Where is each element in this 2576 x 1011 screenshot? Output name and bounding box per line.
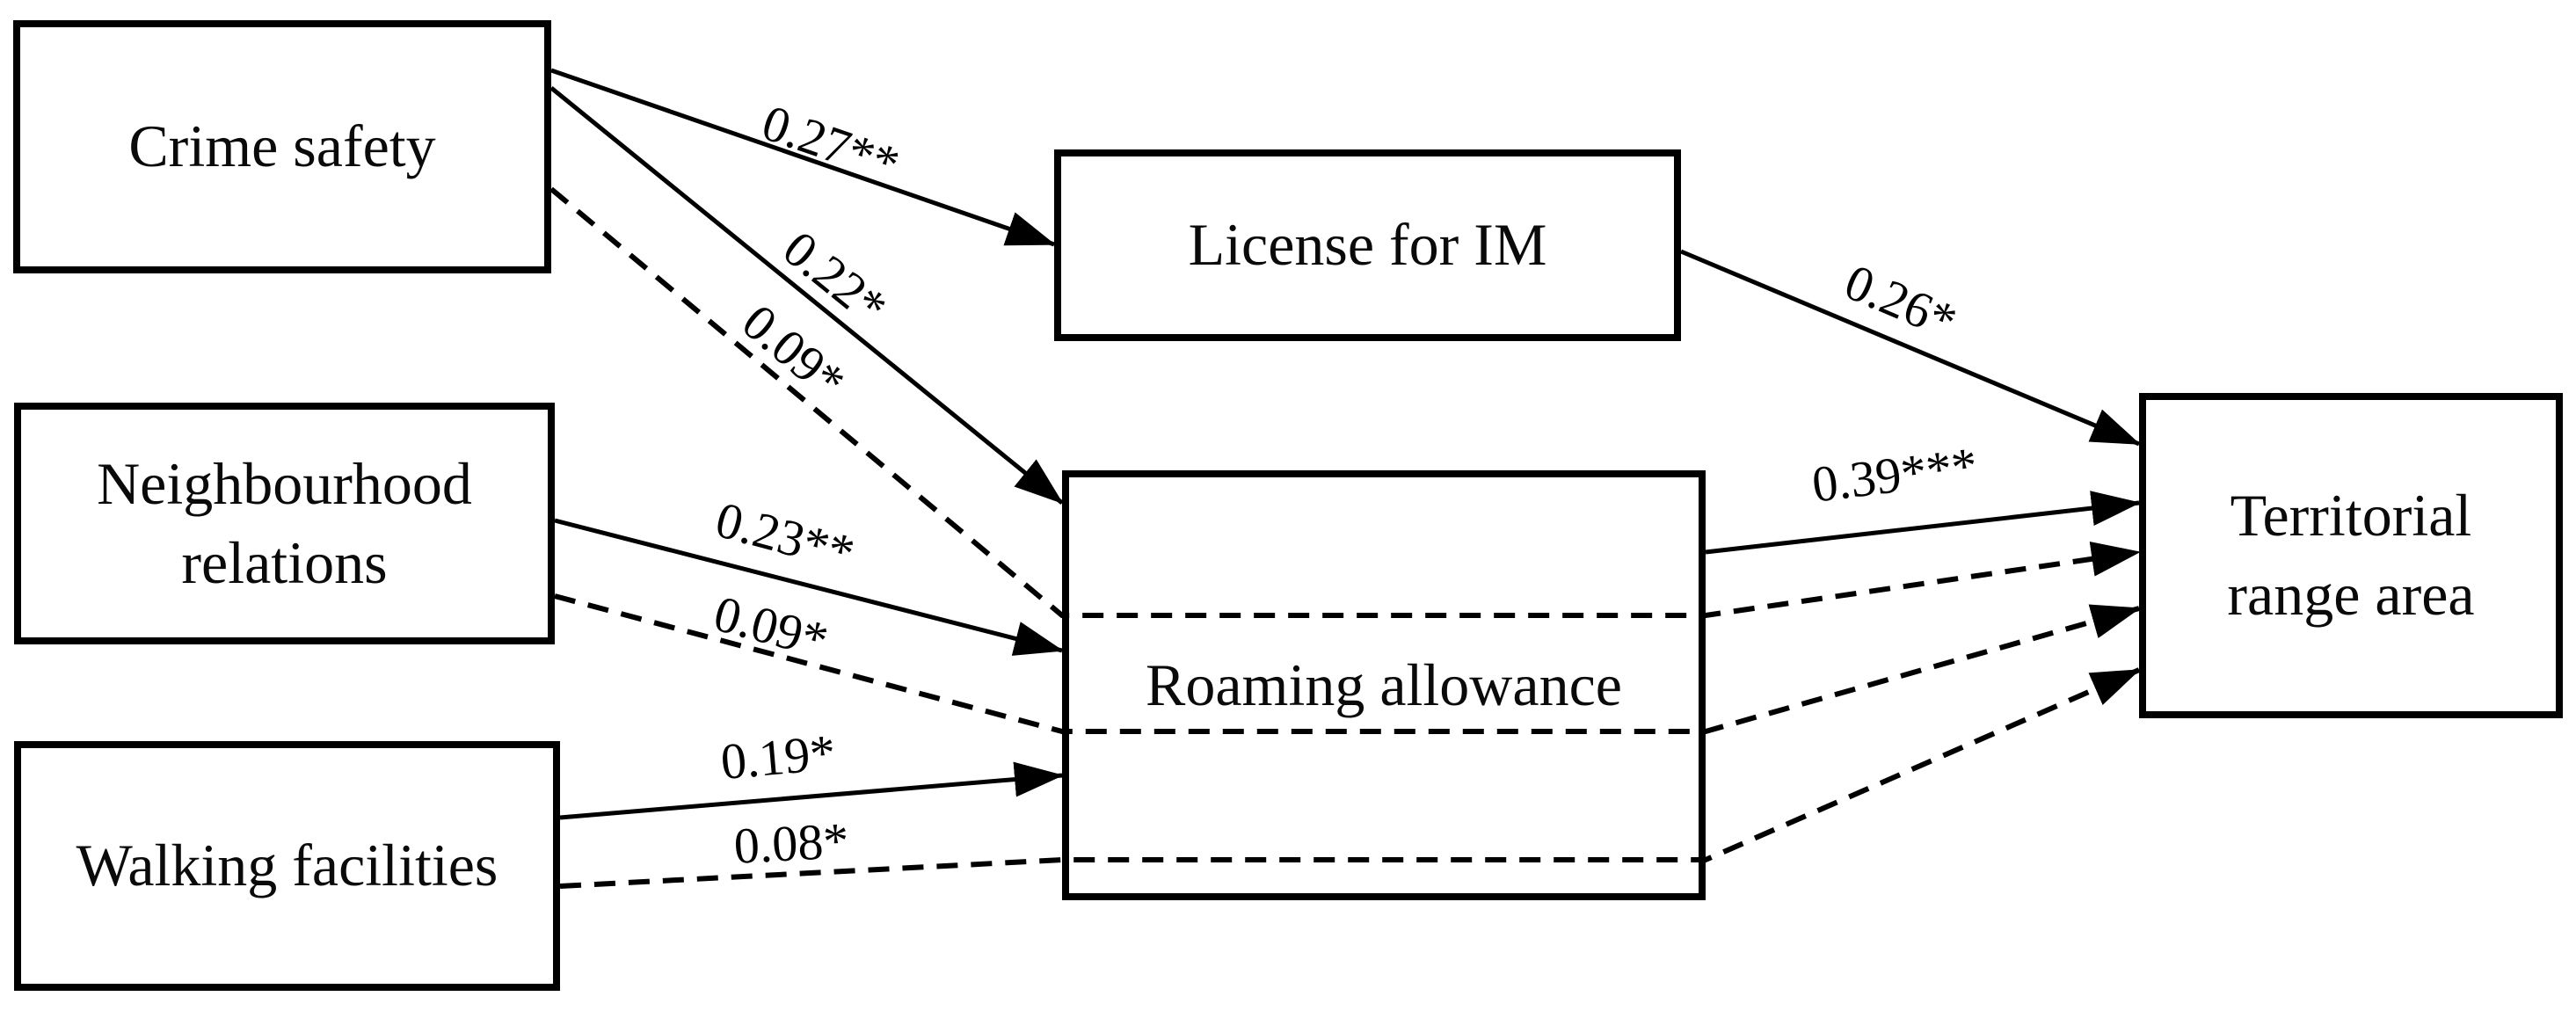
node-crime-safety-label: Crime safety <box>128 113 436 180</box>
node-neighbourhood-relations-label: Neighbourhood relations <box>97 449 472 596</box>
coefficient-label-crime-territorial: 0.09* <box>731 293 856 411</box>
node-crime-safety: Crime safety <box>13 20 551 273</box>
node-license-for-im: License for IM <box>1054 149 1681 341</box>
edge-license-territorial <box>1680 249 2141 447</box>
node-roaming-allowance-label: Roaming allowance <box>1146 651 1622 718</box>
node-walking-facilities: Walking facilities <box>14 741 560 991</box>
edge-walking-roaming <box>559 761 1064 820</box>
edge-crime-license <box>550 68 1056 247</box>
node-license-for-im-label: License for IM <box>1188 211 1547 279</box>
node-territorial-range-area: Territorial range area <box>2139 393 2563 718</box>
coefficient-label-roaming-territorial: 0.39*** <box>1808 436 1981 513</box>
node-territorial-range-area-label: Territorial range area <box>2227 482 2475 628</box>
edge-neighbourhood-roaming <box>554 518 1064 656</box>
coefficient-label-walking-roaming: 0.19* <box>718 723 838 791</box>
coefficient-label-walking-territorial: 0.08* <box>732 811 850 875</box>
edge-roaming-territorial <box>1705 491 2141 555</box>
coefficient-label-neighbourhood-territorial: 0.09* <box>708 584 834 670</box>
coefficient-label-license-territorial: 0.26* <box>1837 252 1965 351</box>
coefficient-label-neighbourhood-roaming: 0.23** <box>709 490 861 583</box>
coefficient-label-crime-license: 0.27** <box>755 93 906 193</box>
coefficient-label-crime-roaming: 0.22* <box>772 219 899 337</box>
node-walking-facilities-label: Walking facilities <box>76 832 498 899</box>
edge-crime-roaming <box>549 86 1064 505</box>
node-roaming-allowance: Roaming allowance <box>1062 470 1706 900</box>
node-neighbourhood-relations: Neighbourhood relations <box>14 403 555 644</box>
